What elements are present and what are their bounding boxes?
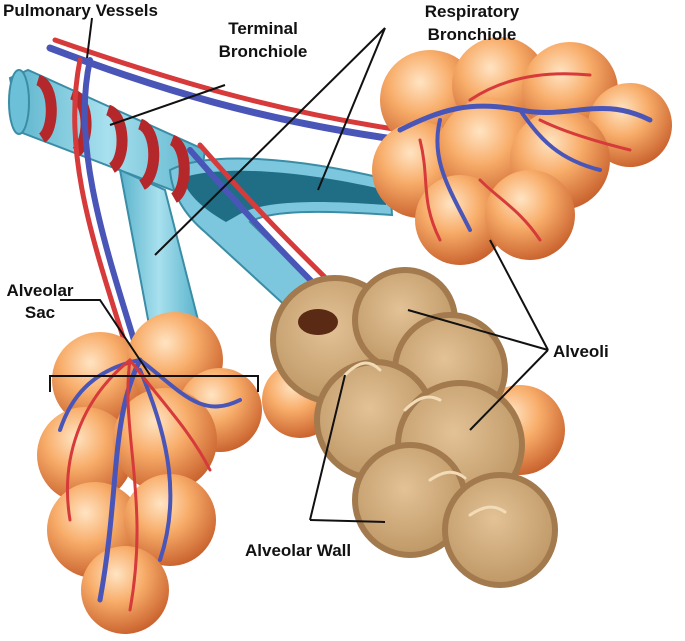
label-pulmonary-vessels: Pulmonary Vessels bbox=[3, 1, 158, 20]
leader-alveoli-3 bbox=[469, 349, 549, 431]
label-alveoli: Alveoli bbox=[553, 342, 609, 361]
leader-alveoli-2 bbox=[407, 309, 549, 351]
alveolar-duct-opening bbox=[298, 309, 338, 335]
leader-alveolar-wall-1 bbox=[309, 374, 346, 521]
artery-main bbox=[52, 37, 403, 133]
leader-respiratory-bronchiole bbox=[154, 27, 386, 256]
leader-pulmonary-vessels bbox=[86, 17, 93, 59]
label-respiratory-bronchiole-line2: Bronchiole bbox=[428, 25, 517, 44]
cutaway-alveoli bbox=[262, 267, 565, 588]
cutaway-alveolus bbox=[442, 472, 558, 588]
leader-terminal-bronchiole bbox=[109, 84, 226, 126]
leader-lines bbox=[49, 17, 549, 523]
pulmonary-vessels bbox=[46, 37, 404, 363]
alveolar-sac-cluster bbox=[37, 312, 262, 634]
leader-alveoli-1 bbox=[489, 239, 549, 351]
label-alveolar-sac-line2: Sac bbox=[25, 303, 55, 322]
leader-alveolar-sac bbox=[60, 299, 151, 376]
label-terminal-bronchiole-line2: Bronchiole bbox=[219, 42, 308, 61]
upper-alveolar-cluster bbox=[372, 37, 672, 265]
labels: Pulmonary Vessels Terminal Bronchiole Re… bbox=[3, 1, 609, 560]
leader-respiratory-bronchiole-2 bbox=[317, 27, 386, 191]
vein-down bbox=[81, 57, 143, 363]
artery-down bbox=[72, 57, 133, 363]
vein-main bbox=[46, 44, 404, 144]
label-alveolar-wall: Alveolar Wall bbox=[245, 541, 351, 560]
alveolar-sac-bracket bbox=[49, 375, 259, 392]
leader-alveolar-wall-2 bbox=[309, 519, 386, 523]
label-respiratory-bronchiole-line1: Respiratory bbox=[425, 2, 520, 21]
label-alveolar-sac-line1: Alveolar bbox=[6, 281, 73, 300]
bronchiole-opening bbox=[8, 69, 30, 135]
label-terminal-bronchiole-line1: Terminal bbox=[228, 19, 298, 38]
